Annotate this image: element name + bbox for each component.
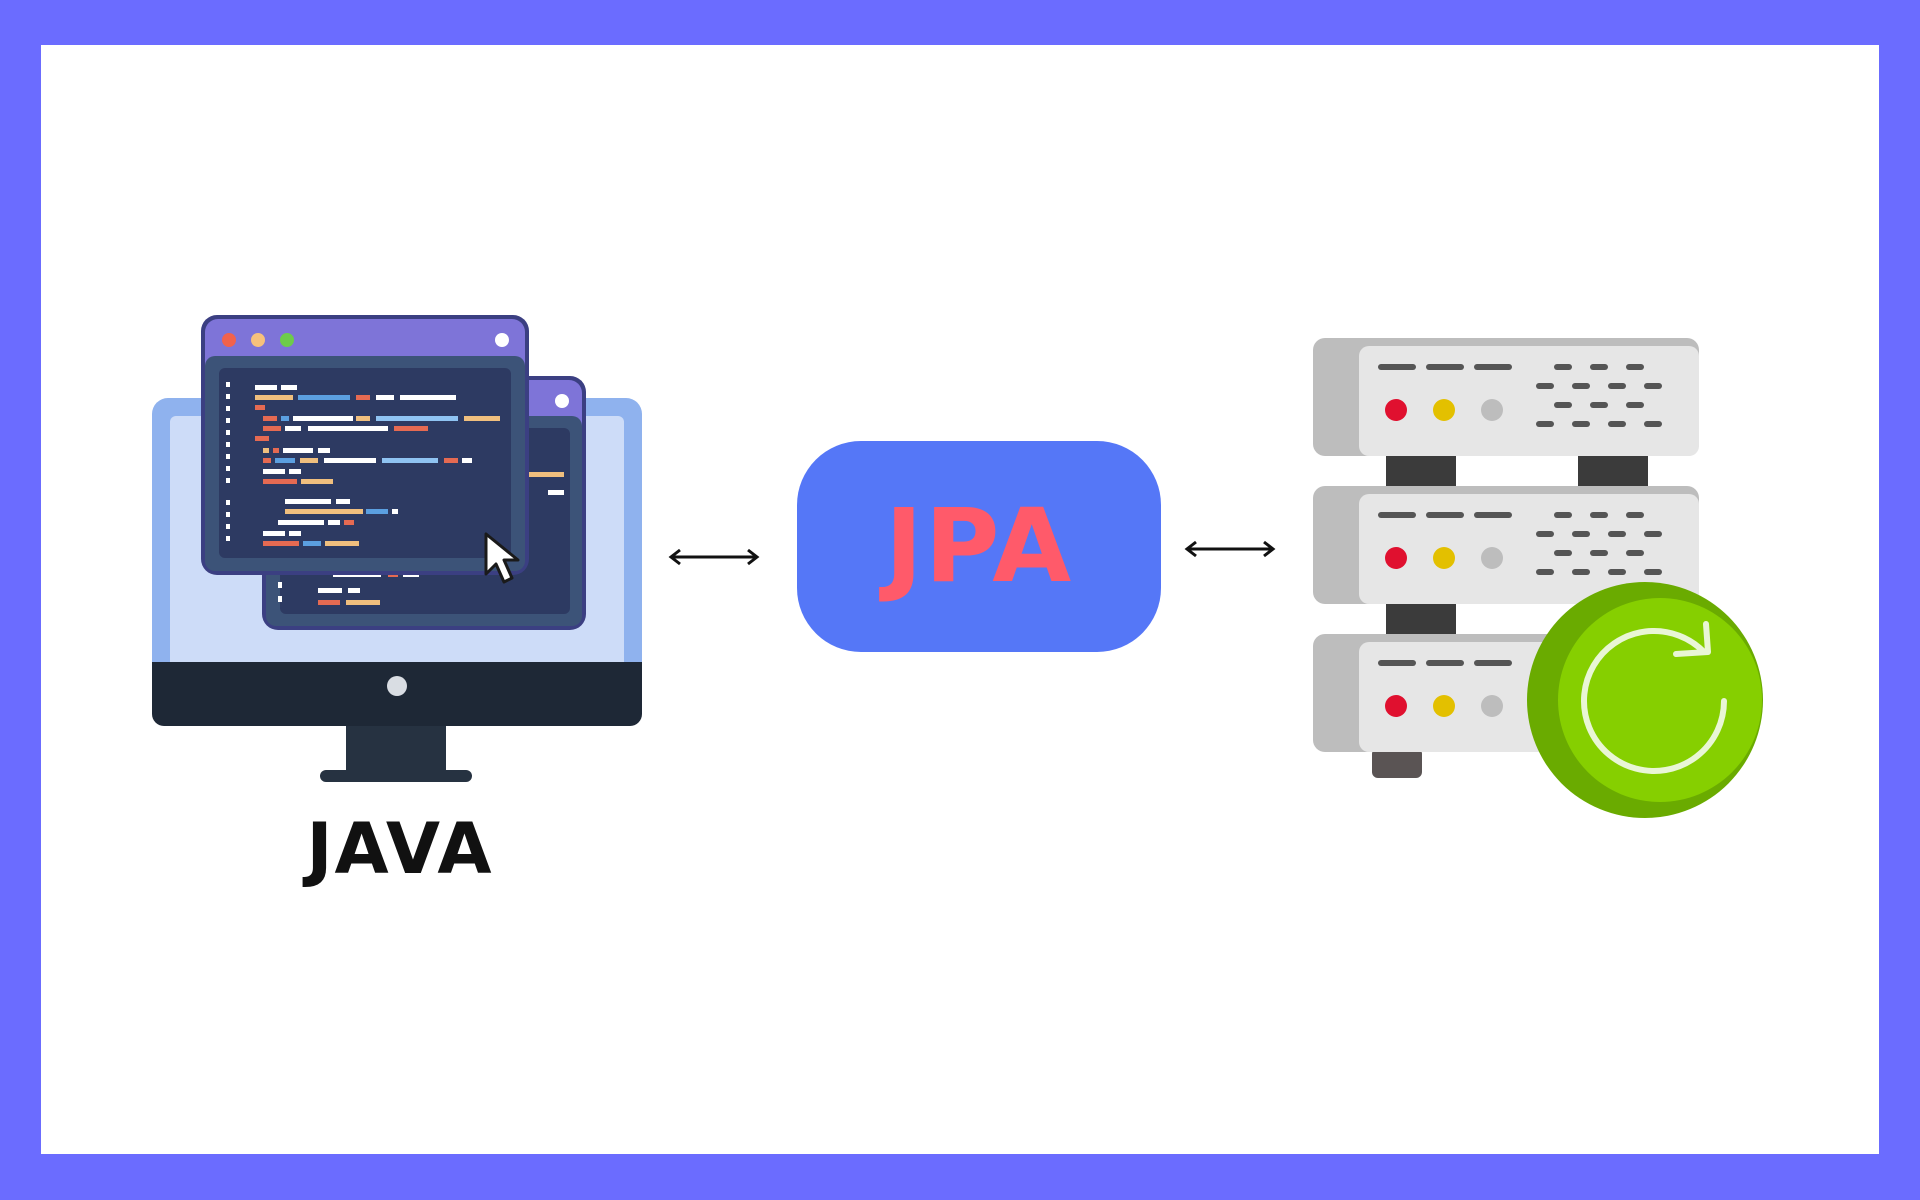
double-headed-arrow-icon bbox=[668, 548, 760, 566]
mouse-pointer-icon bbox=[484, 532, 520, 584]
double-headed-arrow-icon bbox=[1184, 540, 1276, 558]
desktop-computer-icon bbox=[152, 315, 642, 782]
java-label: JAVA bbox=[306, 808, 494, 890]
jpa-box: JPA bbox=[797, 441, 1161, 652]
server-rack-icon bbox=[1313, 338, 1763, 818]
jpa-label: JPA bbox=[884, 487, 1074, 606]
refresh-sync-icon bbox=[1527, 582, 1763, 818]
